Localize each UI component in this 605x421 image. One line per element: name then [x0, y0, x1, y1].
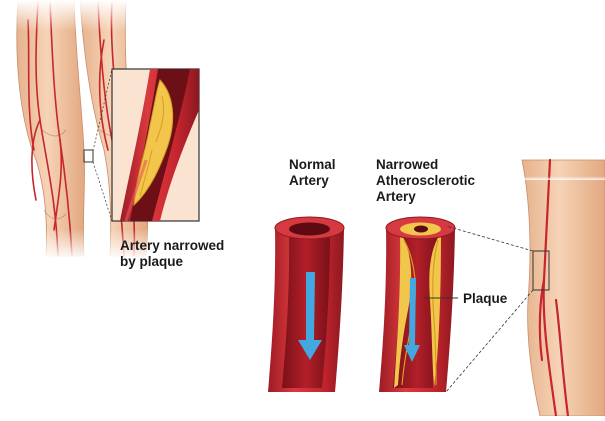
inset-narrowed-artery	[112, 69, 199, 221]
artery-narrowed-label: Artery narrowed by plaque	[120, 238, 224, 270]
normal-artery-label: Normal Artery	[289, 157, 336, 189]
plaque-label: Plaque	[463, 291, 507, 307]
single-leg-illustration	[500, 150, 605, 416]
normal-artery-label-line-2: Artery	[289, 173, 336, 189]
narrowed-artery-label-line-2: Atherosclerotic	[376, 173, 475, 189]
normal-artery-label-line-1: Normal	[289, 157, 336, 173]
narrowed-artery-label-line-1: Narrowed	[376, 157, 475, 173]
artery-narrowed-label-line-2: by plaque	[120, 254, 224, 270]
narrowed-artery-label-line-3: Artery	[376, 189, 475, 205]
narrowed-artery-illustration	[379, 217, 458, 392]
narrowed-artery-label: Narrowed Atherosclerotic Artery	[376, 157, 475, 205]
artery-narrowed-label-line-1: Artery narrowed	[120, 238, 224, 254]
normal-artery-illustration	[268, 217, 344, 392]
